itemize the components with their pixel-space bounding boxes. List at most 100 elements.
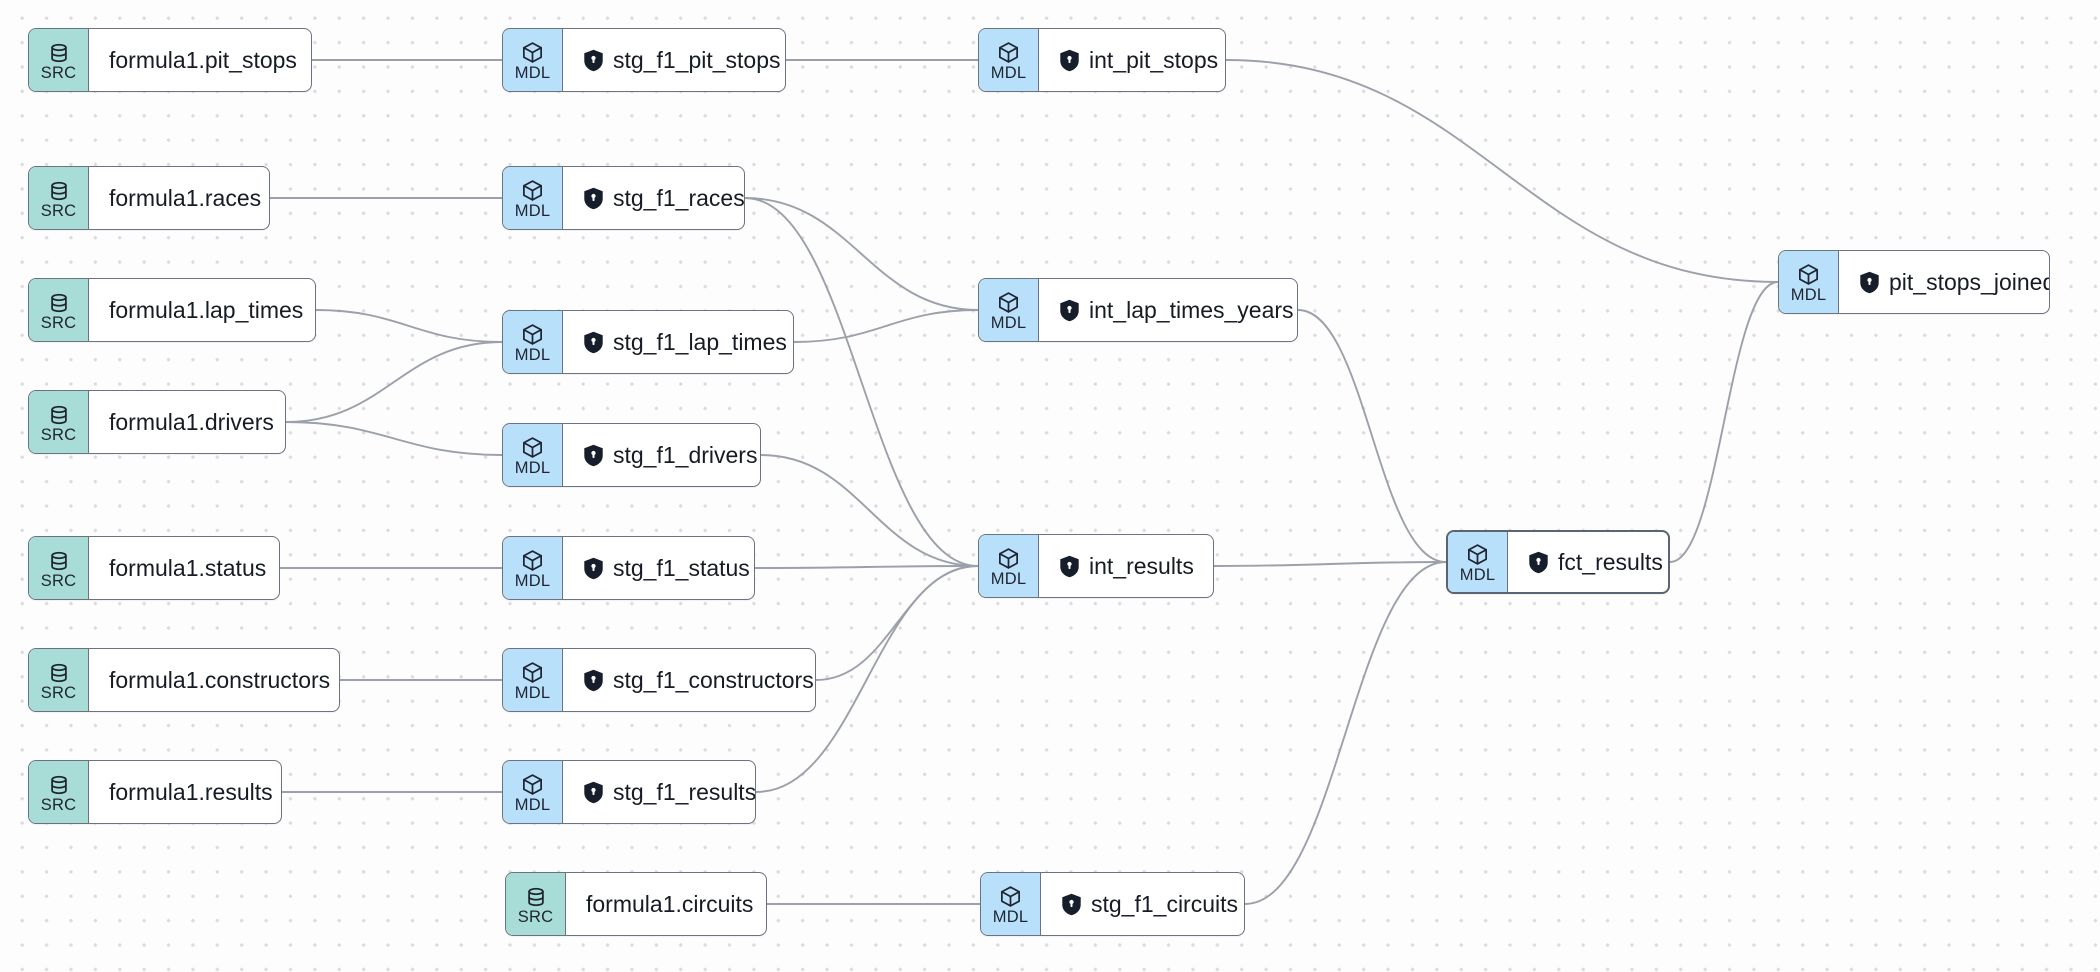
graph-node-int_results[interactable]: MDL int_results [978,534,1214,598]
node-type-badge-label: MDL [514,346,551,365]
node-type-badge-mdl: MDL [1779,251,1839,313]
node-body: int_pit_stops [1039,29,1225,91]
shield-lock-icon [1859,271,1880,294]
node-label: stg_f1_pit_stops [613,46,781,73]
cube-icon [521,436,544,459]
node-type-badge-label: SRC [40,425,77,444]
node-type-badge-label: MDL [990,570,1027,589]
node-type-badge-label: MDL [990,314,1027,333]
node-body: stg_f1_constructors [563,649,815,711]
node-label: stg_f1_status [613,554,750,581]
shield-lock-icon [583,331,604,354]
node-type-badge-label: SRC [40,683,77,702]
graph-node-stg_status[interactable]: MDL stg_f1_status [502,536,755,600]
node-label: stg_f1_races [613,184,745,211]
graph-edge-int_pit_stops-to-pit_stops_joined [1225,59,1779,283]
graph-node-stg_results[interactable]: MDL stg_f1_results [502,760,756,824]
node-type-badge-label: SRC [40,63,77,82]
node-type-badge-src: SRC [29,279,89,341]
graph-node-fct_results[interactable]: MDL fct_results [1446,530,1670,594]
node-type-badge-src: SRC [29,649,89,711]
node-type-badge-src: SRC [29,537,89,599]
node-body: int_results [1039,535,1213,597]
node-body: formula1.status [89,537,279,599]
graph-edge-src_drivers-to-stg_lap_times [285,341,503,423]
graph-node-int_pit_stops[interactable]: MDL int_pit_stops [978,28,1226,92]
node-body: formula1.lap_times [89,279,315,341]
cube-icon [521,179,544,202]
graph-node-stg_drivers[interactable]: MDL stg_f1_drivers [502,423,761,487]
node-body: pit_stops_joined [1839,251,2049,313]
node-type-badge-mdl: MDL [979,279,1039,341]
node-type-badge-mdl: MDL [503,167,563,229]
node-type-badge-mdl: MDL [503,649,563,711]
graph-edge-stg_drivers-to-int_results [760,454,979,567]
graph-node-stg_constructors[interactable]: MDL stg_f1_constructors [502,648,816,712]
node-type-badge-mdl: MDL [503,537,563,599]
database-icon [48,404,70,426]
shield-lock-icon [1059,49,1080,72]
database-icon [48,774,70,796]
shield-lock-icon [583,669,604,692]
database-icon [48,42,70,64]
node-type-badge-src: SRC [29,167,89,229]
node-body: stg_f1_lap_times [563,311,793,373]
node-body: stg_f1_races [563,167,745,229]
node-label: stg_f1_drivers [613,441,758,468]
shield-lock-icon [583,444,604,467]
graph-node-src_status[interactable]: SRC formula1.status [28,536,280,600]
node-type-badge-label: MDL [514,459,551,478]
node-label: formula1.pit_stops [109,46,297,73]
node-type-badge-label: MDL [514,796,551,815]
node-type-badge-label: SRC [40,795,77,814]
graph-edge-src_drivers-to-stg_drivers [285,421,503,456]
node-body: stg_f1_drivers [563,424,760,486]
node-label: formula1.circuits [586,890,754,917]
shield-lock-icon [1059,299,1080,322]
node-type-badge-mdl: MDL [503,424,563,486]
node-type-badge-mdl: MDL [503,761,563,823]
node-type-badge-mdl: MDL [503,29,563,91]
node-type-badge-label: MDL [514,684,551,703]
node-type-badge-src: SRC [29,761,89,823]
node-body: stg_f1_results [563,761,755,823]
cube-icon [997,547,1020,570]
node-type-badge-label: MDL [990,64,1027,83]
cube-icon [521,773,544,796]
node-label: formula1.results [109,778,273,805]
node-label: int_pit_stops [1089,46,1219,73]
graph-edge-int_lap_times_years-to-fct_results [1297,309,1447,563]
graph-node-src_pit_stops[interactable]: SRC formula1.pit_stops [28,28,312,92]
node-label: formula1.status [109,554,267,581]
node-body: formula1.circuits [566,873,766,935]
node-type-badge-mdl: MDL [979,535,1039,597]
database-icon [48,662,70,684]
shield-lock-icon [1528,551,1549,574]
node-body: formula1.races [89,167,269,229]
database-icon [48,180,70,202]
graph-edge-stg_races-to-int_lap_times_years [744,197,979,311]
node-label: fct_results [1558,548,1663,575]
graph-node-stg_lap_times[interactable]: MDL stg_f1_lap_times [502,310,794,374]
cube-icon [997,291,1020,314]
node-type-badge-label: MDL [514,572,551,591]
node-type-badge-label: MDL [514,202,551,221]
graph-node-stg_races[interactable]: MDL stg_f1_races [502,166,745,230]
graph-node-src_constructors[interactable]: SRC formula1.constructors [28,648,340,712]
graph-node-stg_pit_stops[interactable]: MDL stg_f1_pit_stops [502,28,786,92]
shield-lock-icon [1059,555,1080,578]
cube-icon [521,661,544,684]
cube-icon [999,885,1022,908]
node-label: formula1.constructors [109,666,331,693]
graph-node-src_results[interactable]: SRC formula1.results [28,760,282,824]
node-type-badge-label: MDL [1459,566,1496,585]
